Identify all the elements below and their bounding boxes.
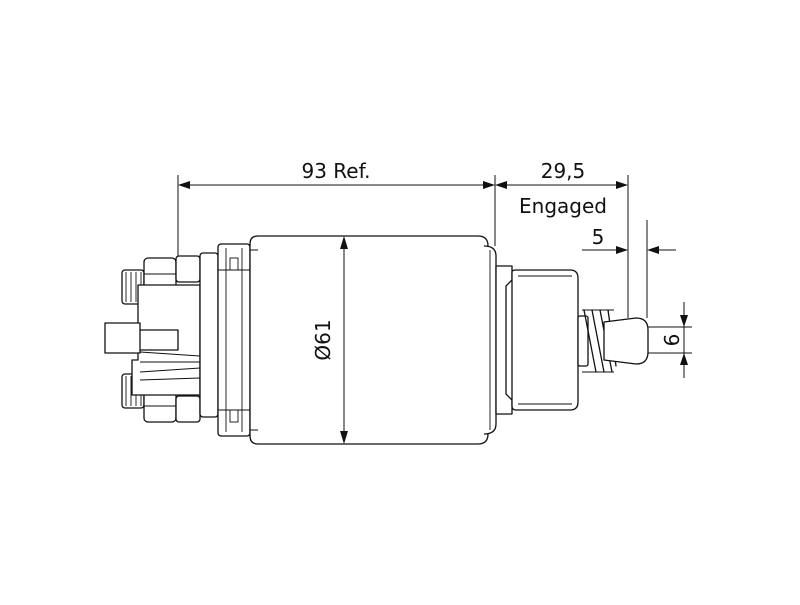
overall-length-label: 93 Ref. [301,159,370,183]
dimension-plunger-diameter: 6 [648,302,692,378]
dimension-plunger-offset: 5 [582,220,676,318]
plunger-diameter-label: 6 [660,334,684,347]
dimension-body-diameter: Ø61 [311,236,348,444]
mounting-flange [199,243,251,437]
plunger-offset-label: 5 [592,225,605,249]
cap-ribs [139,351,201,381]
body-diameter-label: Ø61 [311,319,335,360]
body-end-ring [483,245,497,435]
dimension-overall-length: 93 Ref. [177,159,496,256]
solenoid-body [249,235,489,445]
dimension-plunger-travel: 29,5 Engaged [495,159,629,318]
terminal-cap [131,255,201,423]
plunger-travel-label: 29,5 [541,159,586,183]
plunger-housing [495,265,579,415]
plunger-state-label: Engaged [519,194,607,218]
plunger-tip [603,317,649,365]
spade-terminal [104,322,179,354]
plunger-spring [577,309,617,373]
